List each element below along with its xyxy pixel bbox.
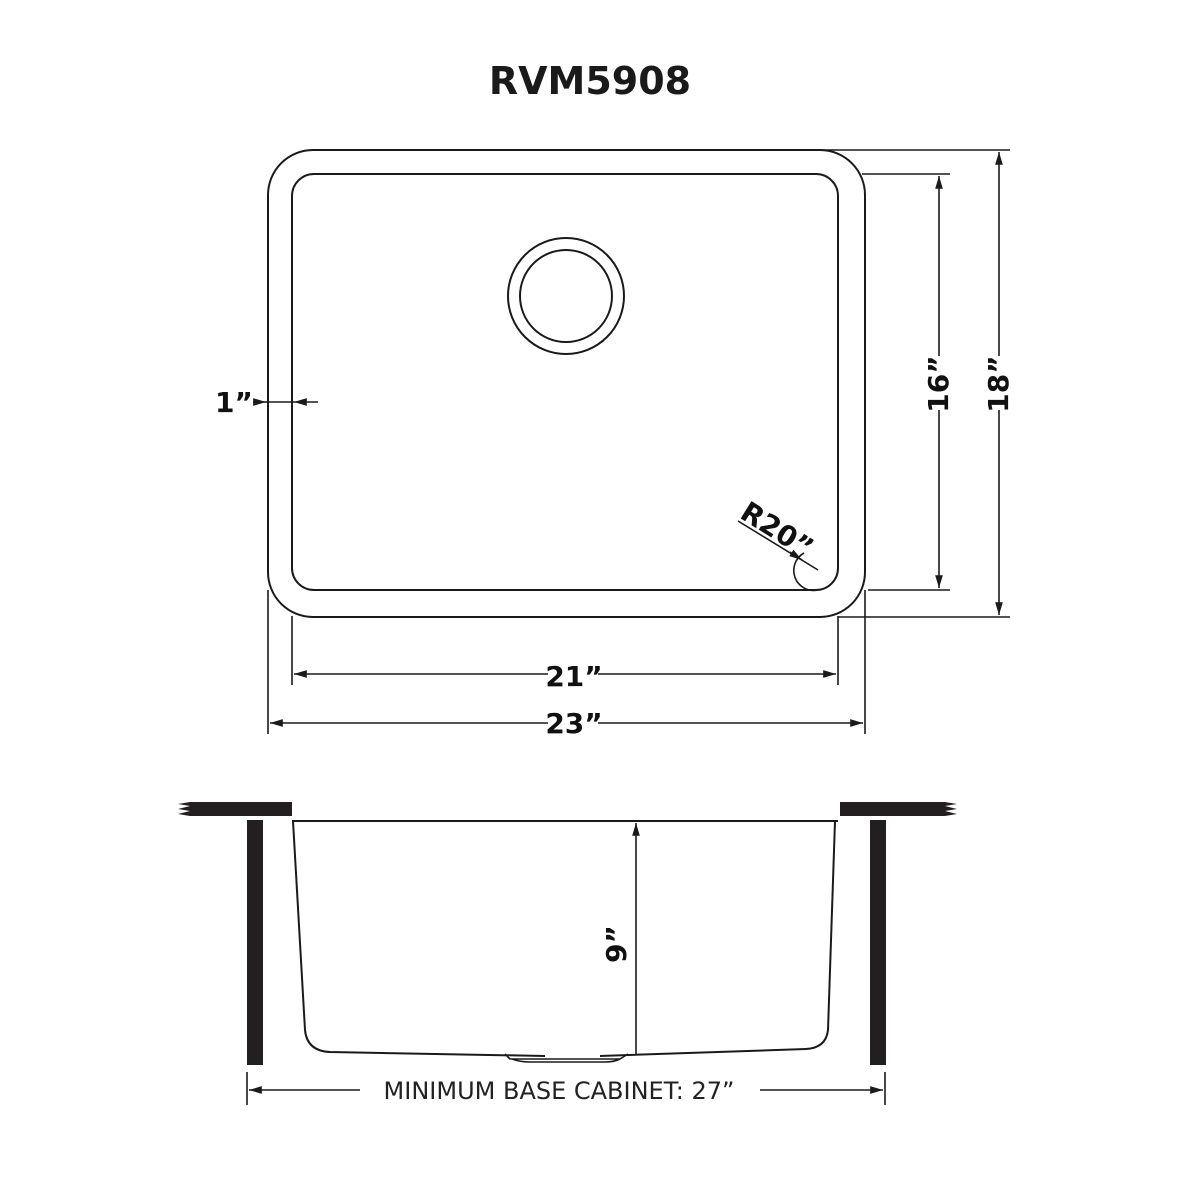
corner-radius-label: R20”	[735, 495, 819, 565]
min-cabinet-dimension: MINIMUM BASE CABINET: 27”	[246, 1072, 886, 1105]
sink-outer-outline	[267, 149, 866, 618]
min-cabinet-label: MINIMUM BASE CABINET: 27”	[384, 1077, 735, 1105]
side-view: 9” MINIMUM BASE CABINET: 27”	[178, 802, 957, 1105]
model-title: RVM5908	[489, 59, 691, 103]
sink-inner-outline	[291, 173, 839, 591]
inner-height-dimension: 16”	[862, 173, 955, 591]
depth-dimension: 9”	[600, 823, 640, 1054]
countertop-right	[840, 802, 957, 816]
cabinet-wall-right	[870, 820, 886, 1065]
rim-width-dimension: 1”	[215, 386, 318, 419]
countertop-left	[178, 802, 292, 816]
outer-width-label: 23”	[545, 707, 602, 740]
outer-width-dimension: 23”	[267, 590, 866, 740]
drain-flange-icon	[504, 1053, 629, 1063]
corner-radius-dimension: R20”	[735, 495, 819, 592]
sink-bowl-profile	[292, 820, 838, 1057]
drain-outer-icon	[507, 237, 625, 355]
drain-inner-icon	[519, 249, 613, 343]
inner-height-label: 16”	[922, 355, 955, 412]
outer-height-label: 18”	[982, 355, 1015, 412]
depth-label: 9”	[600, 925, 633, 963]
outer-height-dimension: 18”	[822, 149, 1015, 618]
rim-width-label: 1”	[215, 386, 253, 419]
cabinet-wall-left	[247, 820, 263, 1065]
inner-width-label: 21”	[545, 660, 602, 693]
top-view: 1” R20” 16” 18”	[215, 149, 1015, 740]
inner-width-dimension: 21”	[291, 616, 839, 693]
